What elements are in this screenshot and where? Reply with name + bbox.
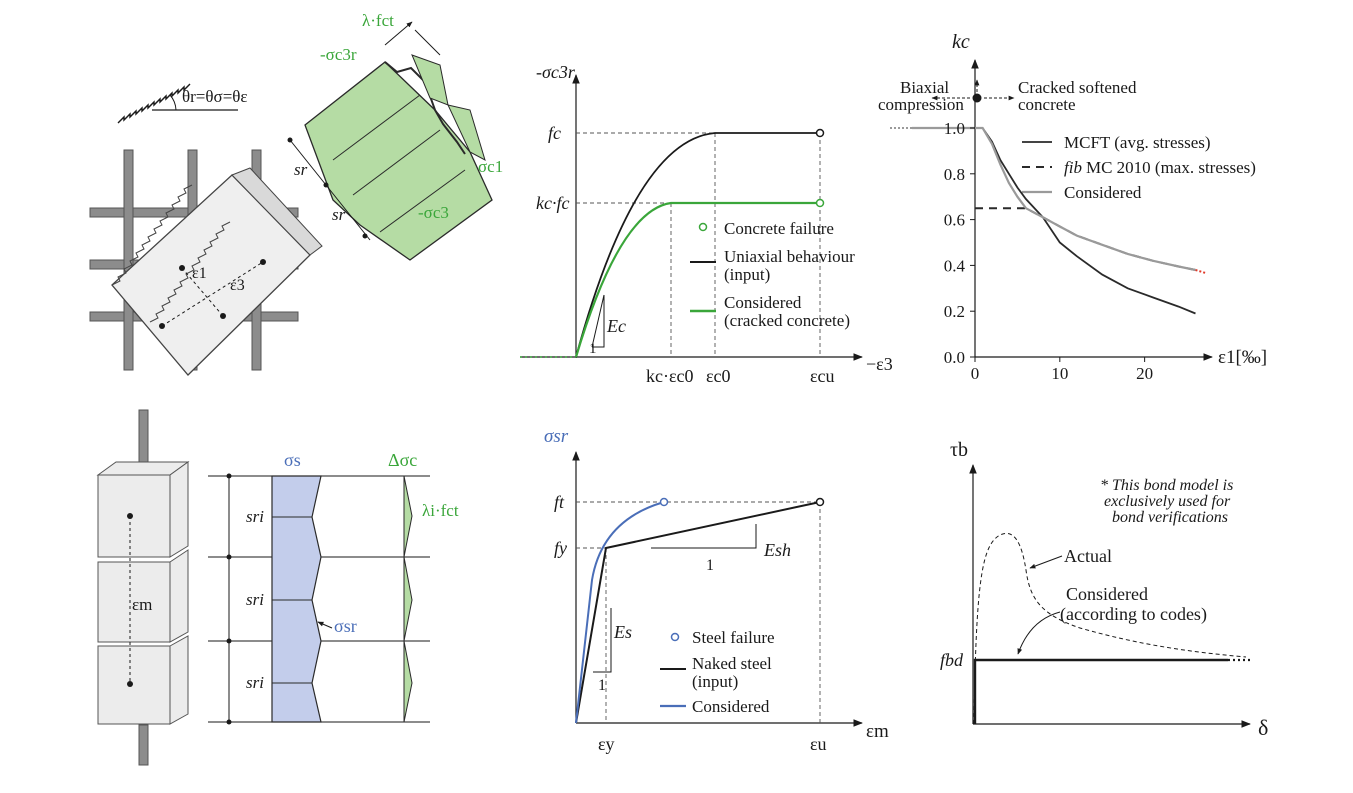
svg-text:(cracked concrete): (cracked concrete) (724, 311, 850, 330)
svg-text:Uniaxial behaviour: Uniaxial behaviour (724, 247, 855, 266)
failure-marker-black (815, 128, 825, 138)
note-line-1: * This bond model is (1100, 477, 1233, 494)
panel-e-steel-law: σsr εm ft fy εy εu Esh 1 Es 1 Steel fail… (544, 426, 889, 754)
sigma-c1-label: σc1 (478, 157, 503, 176)
kc-fc-tick: kc·fc (536, 193, 569, 213)
ecu-tick: εcu (810, 366, 835, 386)
actual-bond-curve (973, 532, 1247, 725)
eu-tick: εu (810, 734, 827, 754)
Esh-label: Esh (763, 540, 791, 560)
crack-line-symbol (117, 83, 191, 124)
considered-label-2: (according to codes) (1060, 604, 1207, 625)
naked-steel-curve (575, 501, 821, 724)
ft-tick: ft (554, 492, 565, 512)
panel-b-concrete-law: -σc3r −ε3 fc kc·fc kc·εc0 εc0 εcu Ec 1 C… (520, 62, 893, 386)
fc-tick: fc (548, 123, 561, 143)
slope-one-e1: 1 (706, 557, 714, 574)
cracked-curve (574, 201, 820, 358)
note-line-2: exclusively used for (1104, 493, 1231, 510)
kc-ytick-label: 1.0 (944, 119, 965, 138)
slope-one-b: 1 (589, 341, 597, 357)
kc-series-2 (975, 126, 1196, 272)
panel-b-x-label: −ε3 (866, 354, 893, 374)
svg-text:(input): (input) (692, 672, 738, 691)
biaxial-label-1: Biaxial (900, 78, 949, 97)
panel-d-tie-element: εm sri sri sri σs σsr Δσc λi·fct (96, 409, 459, 766)
sigma-c3r-label: -σc3r (320, 45, 357, 64)
eps-m-label: εm (132, 595, 152, 614)
Es-label: Es (613, 622, 632, 642)
failure-marker-green (815, 198, 825, 208)
fbd-label: fbd (940, 650, 964, 670)
panel-c-kc-chart: kc ε1[‰] Biaxial compression Cracked sof… (878, 31, 1267, 383)
fy-tick: fy (554, 538, 567, 558)
ec0-tick: εc0 (706, 366, 731, 386)
kc-xtick-label: 0 (971, 364, 980, 383)
kc-ytick-label: 0.6 (944, 211, 965, 230)
eps1-label: ε1 (192, 265, 207, 282)
angle-label: θr=θσ=θε (182, 87, 248, 106)
cracked-label-2: concrete (1018, 95, 1076, 114)
ey-tick: εy (598, 734, 615, 754)
kc-extension-dots (1195, 269, 1206, 274)
kc-ec0-tick: kc·εc0 (646, 366, 694, 386)
lambda-i-fct-label: λi·fct (422, 501, 459, 520)
panel-f-bond-law: τb δ fbd * This bond model is exclusivel… (940, 439, 1268, 740)
svg-text:Considered: Considered (1064, 183, 1142, 202)
panel-e-legend: Steel failure Naked steel (input) Consid… (660, 628, 775, 716)
kc-ytick-label: 0.2 (944, 302, 965, 321)
sigma-c3-label: -σc3 (418, 203, 449, 222)
actual-label: Actual (1064, 546, 1112, 566)
panel-a-cracked-element: θr=θσ=θε ε1 ε3 (89, 11, 503, 376)
panel-b-y-label: -σc3r (536, 62, 576, 82)
biaxial-label-2: compression (878, 95, 964, 114)
concrete-stress-field (403, 475, 413, 723)
delta-sigma-c-label: Δσc (388, 450, 417, 470)
svg-text:Considered: Considered (724, 293, 802, 312)
panel-e-y-label: σsr (544, 426, 569, 447)
steel-stress-field (271, 475, 322, 723)
svg-text:Naked steel: Naked steel (692, 654, 772, 673)
sri-label-2: sri (246, 590, 264, 609)
svg-text:Steel failure: Steel failure (692, 628, 775, 647)
kc-axis-label: kc (952, 31, 970, 53)
note-line-3: bond verifications (1112, 509, 1228, 526)
delta-label: δ (1258, 715, 1268, 740)
sr-label-1: sr (294, 160, 308, 179)
uniaxial-curve (575, 132, 820, 358)
kc-xtick-label: 20 (1136, 364, 1153, 383)
kc-series-0 (975, 127, 1196, 315)
considered-label: Considered (1066, 584, 1148, 604)
svg-text:MCFT (avg. stresses): MCFT (avg. stresses) (1064, 133, 1211, 152)
panel-e-x-label: εm (866, 721, 889, 742)
cracked-label-1: Cracked softened (1018, 78, 1137, 97)
svg-text:Concrete failure: Concrete failure (724, 219, 834, 238)
slope-one-e2: 1 (598, 677, 606, 694)
eps1-axis-label: ε1[‰] (1218, 347, 1267, 368)
panel-b-legend: Concrete failure Uniaxial behaviour (inp… (690, 219, 855, 330)
kc-ytick-label: 0.4 (944, 256, 966, 275)
Ec-label: Ec (606, 316, 626, 336)
lambda-fct-label: λ·fct (362, 11, 394, 30)
considered-steel-curve (575, 501, 665, 724)
tau-b-label: τb (950, 439, 968, 461)
sigma-sr-label: σsr (334, 616, 357, 636)
considered-bond-curve (973, 658, 1228, 724)
sri-label-1: sri (246, 507, 264, 526)
kc-ytick-label: 0.8 (944, 165, 965, 184)
sigma-s-label: σs (284, 450, 301, 470)
svg-text:Considered: Considered (692, 697, 770, 716)
kc-xtick-label: 10 (1051, 364, 1068, 383)
svg-text:(input): (input) (724, 265, 770, 284)
sr-label-2: sr (332, 205, 346, 224)
sri-label-3: sri (246, 673, 264, 692)
kc-ytick-label: 0.0 (944, 348, 965, 367)
eps3-label: ε3 (230, 277, 245, 294)
